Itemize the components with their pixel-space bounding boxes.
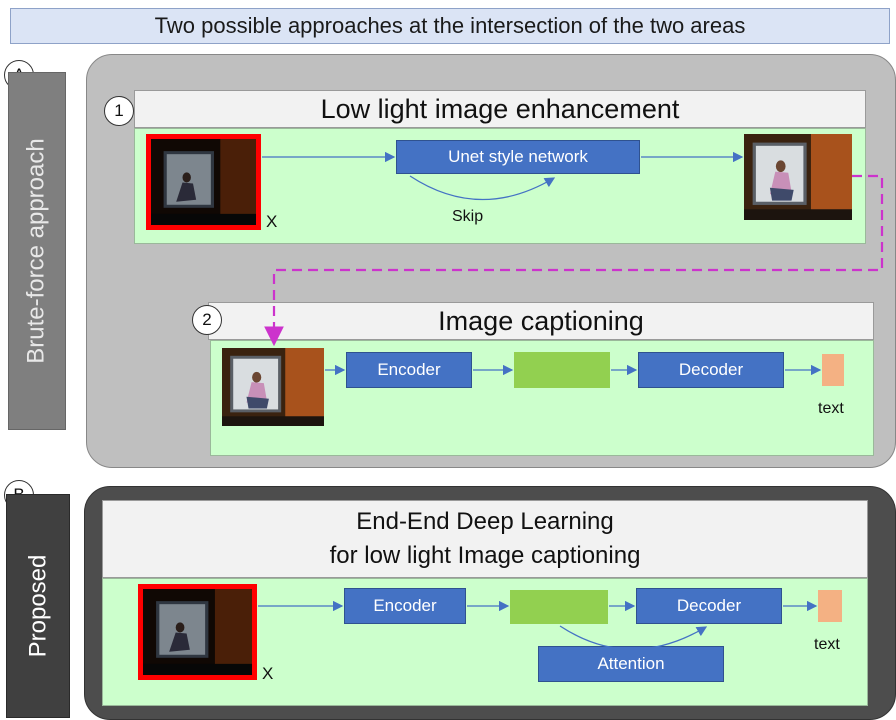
attention-box: Attention xyxy=(538,646,724,682)
proposed-title-line1: End-End Deep Learning xyxy=(356,508,614,535)
step1-title: Low light image enhancement xyxy=(134,90,866,128)
step2-title: Image captioning xyxy=(208,302,874,340)
proposed-feature-block xyxy=(510,590,608,624)
step1-input-label: X xyxy=(266,212,278,231)
proposed-title: End-End Deep Learning for low light Imag… xyxy=(102,500,868,578)
step2-decoder-box: Decoder xyxy=(638,352,784,388)
step1-enhanced-image xyxy=(744,134,852,220)
step2-text-block xyxy=(822,354,844,386)
step2-feature-block xyxy=(514,352,610,388)
step2-encoder-box: Encoder xyxy=(346,352,472,388)
proposed-decoder-box: Decoder xyxy=(636,588,782,624)
dashed-connector xyxy=(264,174,884,347)
step2-marker: 2 xyxy=(192,305,222,335)
proposed-input-image xyxy=(138,584,257,680)
unet-network-box: Unet style network xyxy=(396,140,640,174)
attention-arrow xyxy=(559,625,708,650)
proposed-text-block xyxy=(818,590,842,622)
proposed-text-label: text xyxy=(814,636,840,653)
step2-input-image xyxy=(222,348,324,426)
skip-label: Skip xyxy=(452,208,484,225)
step2-text-label: text xyxy=(818,400,844,417)
diagram-title: Two possible approaches at the intersect… xyxy=(10,8,890,44)
proposed-title-line2: for low light Image captioning xyxy=(329,542,641,569)
step1-input-image xyxy=(146,134,261,230)
step1-marker: 1 xyxy=(104,96,134,126)
proposed-encoder-box: Encoder xyxy=(344,588,466,624)
proposed-side-label: Proposed xyxy=(6,494,70,718)
brute-force-side-label: Brute-force approach xyxy=(8,72,66,430)
skip-arrow xyxy=(409,175,556,201)
proposed-input-label: X xyxy=(262,664,274,683)
